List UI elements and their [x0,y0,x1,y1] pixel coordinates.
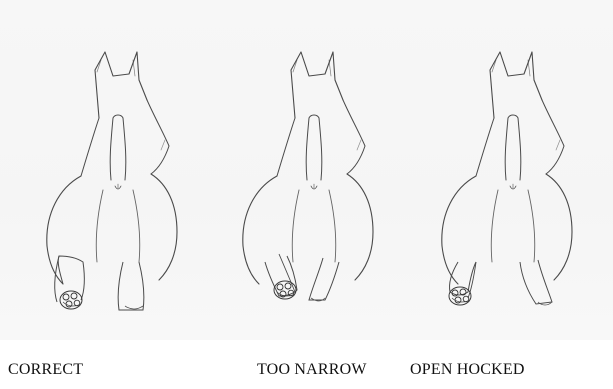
dog-rear-too-narrow-icon [243,52,373,301]
dog-rear-open-hocked-icon [442,52,572,305]
caption-too-narrow: TOO NARROW [257,361,367,379]
caption-open-hocked: OPEN HOCKED [410,361,525,379]
dog-rear-correct-icon [47,52,177,310]
caption-correct: CORRECT [8,361,83,379]
sketch-drawings [0,0,613,340]
